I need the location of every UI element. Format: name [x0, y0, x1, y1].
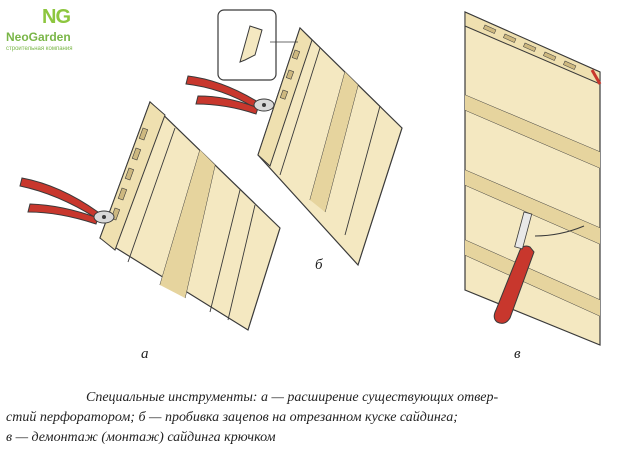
caption-line-2: стий перфоратором; б — пробивка зацепов …: [6, 410, 458, 425]
hook-notches-b: [279, 49, 301, 100]
shade-a: [160, 150, 215, 298]
nail-slots-a: [110, 127, 149, 221]
nail-slots-v: [483, 24, 577, 70]
caption-line-3: в — демонтаж (монтаж) сайдинга крючком: [6, 430, 276, 445]
figure-a: [19, 100, 281, 331]
figure-caption: Специальные инструменты: а — расширение …: [6, 388, 616, 448]
shade-b: [310, 72, 358, 212]
figure-label-b: б: [315, 257, 323, 273]
punch-tool-b: [185, 75, 275, 115]
figure-b: [185, 9, 403, 267]
logo-name: NeoGarden: [6, 30, 71, 44]
logo-subtitle: строительная компания: [6, 46, 73, 52]
perforator-tool-a: [19, 177, 115, 225]
hook-detail-b: [239, 25, 263, 63]
figure-label-v: в: [514, 346, 521, 362]
figure-label-a: а: [141, 346, 149, 362]
figure-v: [464, 11, 602, 346]
hook-tool-v: [493, 211, 585, 324]
logo-mark: NG: [42, 6, 71, 28]
shade-v2: [465, 170, 600, 244]
caption-line-1: Специальные инструменты: а — расширение …: [86, 390, 499, 405]
shade-v3: [465, 240, 600, 316]
shade-v1: [465, 95, 600, 168]
